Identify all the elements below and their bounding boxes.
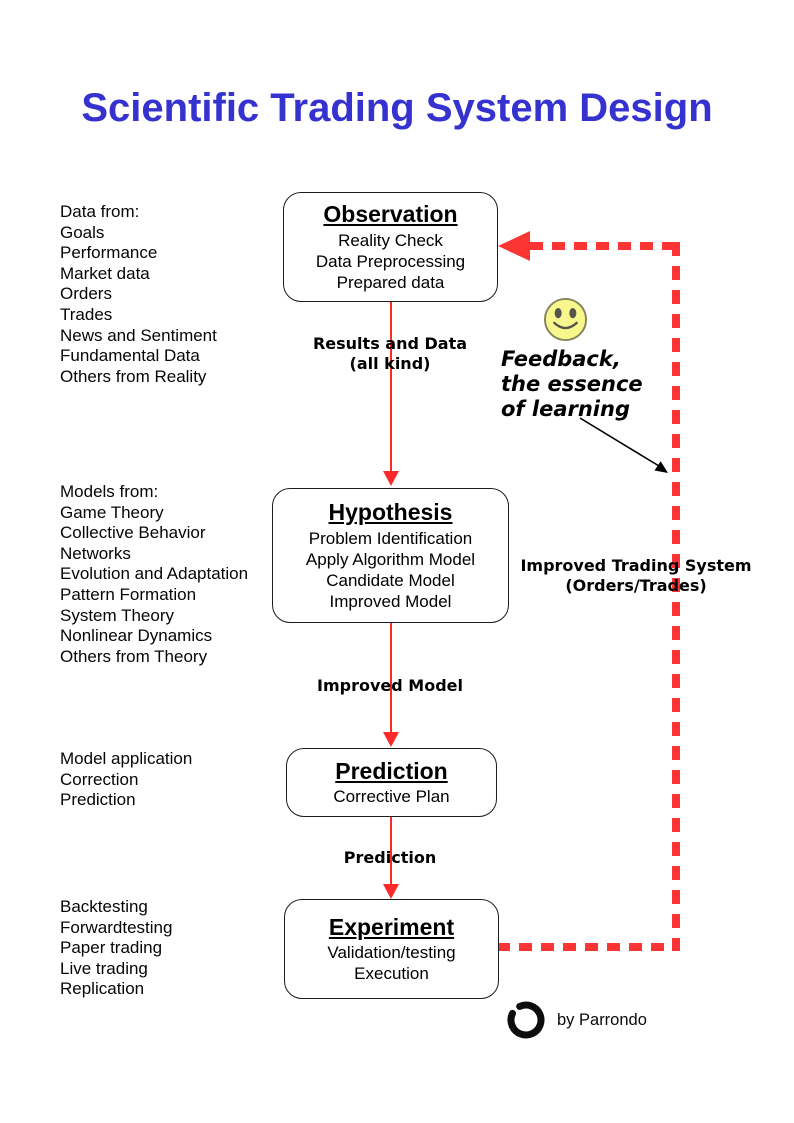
list-line: Prediction xyxy=(60,790,136,810)
list-line: Networks xyxy=(60,543,131,563)
list-line: Evolution and Adaptation xyxy=(60,564,249,584)
arrowhead-down-icon xyxy=(383,884,399,899)
prediction-box-lines: Corrective Plan xyxy=(333,786,449,807)
feedback-note: Feedback, the essence of learning xyxy=(501,347,643,422)
list-line: Pattern Formation xyxy=(60,584,197,604)
list-line: Game Theory xyxy=(60,502,164,522)
smiley-icon xyxy=(543,297,588,342)
list-line: Orders xyxy=(60,284,112,304)
observation-box-title: Observation xyxy=(323,201,458,228)
feedback-note-line3: of learning xyxy=(501,397,630,421)
list-line: Trades xyxy=(60,304,113,324)
feedback-note-line1: Feedback, xyxy=(501,347,621,371)
results-label-line1: Results and Data xyxy=(312,334,468,353)
experiment-box-title: Experiment xyxy=(328,913,455,940)
improved-system-line2: (Orders/Trades) xyxy=(565,576,707,595)
list-line: Nonlinear Dynamics xyxy=(60,626,213,646)
list-line: Paper trading xyxy=(60,938,163,958)
arrow-observation-to-hypothesis xyxy=(390,300,392,472)
list-line: Corrective Plan xyxy=(333,787,450,807)
feedback-loop-top-segment xyxy=(530,242,680,250)
hypothesis-box-title: Hypothesis xyxy=(328,499,453,526)
list-line: Problem Identification xyxy=(308,528,473,548)
list-line: System Theory xyxy=(60,605,175,625)
list-line: Goals xyxy=(60,222,105,242)
list-line: Data from: xyxy=(60,202,140,221)
list-line: Collective Behavior xyxy=(60,523,206,543)
results-and-data-label: Results and Data (all kind) xyxy=(270,334,510,374)
credit-text: by Parrondo xyxy=(557,1011,647,1029)
list-line: Data Preprocessing xyxy=(315,251,466,271)
list-line: Execution xyxy=(354,964,429,984)
list-line: Fundamental Data xyxy=(60,346,200,366)
list-line: Replication xyxy=(60,979,145,999)
prediction-box: Prediction Corrective Plan xyxy=(286,748,497,817)
page-title: Scientific Trading System Design xyxy=(81,86,713,130)
feedback-note-line2: the essence xyxy=(501,372,643,396)
list-line: Performance xyxy=(60,243,158,263)
list-line: Improved Model xyxy=(329,591,452,611)
enso-logo-icon xyxy=(507,1001,545,1039)
list-line: Apply Algorithm Model xyxy=(305,549,476,569)
list-line: Others from Reality xyxy=(60,366,207,386)
list-line: Backtesting xyxy=(60,897,148,916)
arrow-prediction-to-experiment xyxy=(390,815,392,886)
improved-system-line1: Improved Trading System xyxy=(520,556,752,575)
list-line: Others from Theory xyxy=(60,646,208,666)
list-line: Forwardtesting xyxy=(60,917,173,937)
list-line: Live trading xyxy=(60,958,148,978)
prediction-arrow-label: Prediction xyxy=(343,848,437,867)
list-line: News and Sentiment xyxy=(60,325,217,345)
improved-trading-system-label: Improved Trading System (Orders/Trades) xyxy=(515,556,757,596)
results-label-line2: (all kind) xyxy=(349,354,431,373)
left-arrowhead-icon xyxy=(498,231,530,261)
pointer-arrow-icon xyxy=(579,417,668,473)
arrowhead-down-icon xyxy=(383,471,399,486)
list-line: Models from: xyxy=(60,482,159,501)
list-line: Prepared data xyxy=(336,272,445,292)
list-line: Correction xyxy=(60,769,139,789)
list-line: Reality Check xyxy=(338,230,443,250)
prediction-box-title: Prediction xyxy=(335,757,448,784)
arrow-hypothesis-to-prediction xyxy=(390,621,392,734)
list-line: Candidate Model xyxy=(326,570,455,590)
list-line: Market data xyxy=(60,263,150,283)
list-line: Model application xyxy=(60,749,193,768)
feedback-loop-vertical-segment xyxy=(672,242,680,951)
list-line: Validation/testing xyxy=(327,943,456,963)
feedback-loop-bottom-segment xyxy=(497,943,680,951)
improved-model-label: Improved Model xyxy=(317,676,463,695)
arrowhead-down-icon xyxy=(383,732,399,747)
